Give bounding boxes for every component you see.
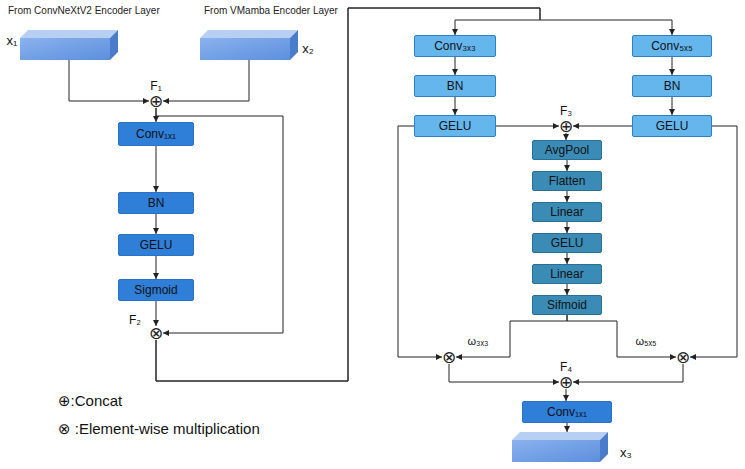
connector [455,57,456,75]
process-box: Conv₅ₓ₅ [632,35,712,57]
connector [567,315,676,357]
box-label: Conv₁ₓ₁ [547,405,587,419]
operator-circle: ⊕F₄ [559,375,573,389]
feature-map-shape [512,432,608,462]
process-box: Conv₁ₓ₁ [118,122,194,146]
source-label: From ConvNeXtV2 Encoder Layer [8,5,160,17]
box-label: Conv₁ₓ₁ [136,127,176,141]
box-label: BN [148,196,165,210]
box-label: GELU [656,119,689,133]
operator-circle: ⊗ [442,350,456,364]
connector [163,60,249,101]
connector [690,126,737,357]
box-label: Flatten [549,174,586,188]
feature-map-label: x₁ [7,33,18,48]
connector [156,146,157,192]
feature-label: F₃ [560,104,572,118]
weight-label: ω₃ₓ₃ [467,335,488,348]
process-box: GELU [118,234,194,256]
feature-label: F₂ [129,313,141,327]
connector [156,8,672,381]
connector [567,160,568,171]
process-box: Flatten [532,171,602,191]
box-label: Sigmoid [134,283,177,297]
operator-symbol: ⊗ [442,350,456,364]
process-box: GELU [414,115,496,137]
connector [567,191,568,202]
connector [398,126,442,357]
box-label: Conv₃ₓ₃ [434,39,476,53]
box-label: Linear [550,205,583,219]
connector [573,364,683,382]
feature-map-shape [20,30,118,60]
operator-symbol: ⊕ [149,94,163,108]
process-box: Linear [532,202,602,222]
connector [566,389,567,401]
box-label: BN [664,79,681,93]
operator-symbol: ⊗ [676,350,690,364]
process-box: Conv₁ₓ₁ [522,401,612,423]
connector [456,315,567,357]
connector [567,222,568,233]
connector [455,97,456,115]
operator-circle: ⊗ [676,350,690,364]
source-label: From VMamba Encoder Layer [204,5,338,17]
operator-circle: ⊕F₃ [559,119,573,133]
feature-label: F₄ [560,360,572,374]
connector [567,253,568,264]
box-label: Sifmoid [547,298,587,312]
connector [672,97,673,115]
feature-label: F₁ [150,79,161,93]
process-box: GELU [532,233,602,253]
connector [567,284,568,295]
feature-map: x₃ [512,432,608,462]
feature-map-label: x₂ [302,41,314,56]
legend-text: ⊗ :Element-wise multiplication [58,420,260,438]
process-box: Conv₃ₓ₃ [414,35,496,57]
connector [156,256,157,279]
connector [566,133,567,140]
process-box: AvgPool [532,140,602,160]
operator-symbol: ⊗ [149,326,163,340]
box-label: GELU [439,119,472,133]
operator-circle: ⊕F₁ [149,94,163,108]
feature-map-shape [200,30,298,60]
connector [449,364,559,382]
box-label: Linear [550,267,583,281]
feature-map: x₁ [20,30,118,60]
operator-symbol: ⊕ [559,375,573,389]
connector [69,60,149,101]
box-label: AvgPool [545,143,589,157]
box-label: Conv₅ₓ₅ [651,39,693,53]
connector [156,214,157,234]
legend-text: ⊕:Concat [58,392,122,410]
connector [496,126,559,127]
process-box: Sigmoid [118,279,194,301]
operator-symbol: ⊕ [559,119,573,133]
feature-map-label: x₃ [620,445,632,460]
connector [567,423,568,432]
box-label: GELU [140,238,173,252]
process-box: BN [118,192,194,214]
process-box: GELU [632,115,712,137]
box-label: BN [447,79,464,93]
weight-label: ω₅ₓ₅ [635,335,656,348]
box-label: GELU [551,236,584,250]
process-box: Linear [532,264,602,284]
process-box: BN [414,75,496,97]
feature-map: x₂ [200,30,298,60]
operator-circle: ⊗F₂ [149,326,163,340]
connector [573,126,632,127]
connector [156,301,157,326]
process-box: Sifmoid [532,295,602,315]
process-box: BN [632,75,712,97]
connector [672,57,673,75]
